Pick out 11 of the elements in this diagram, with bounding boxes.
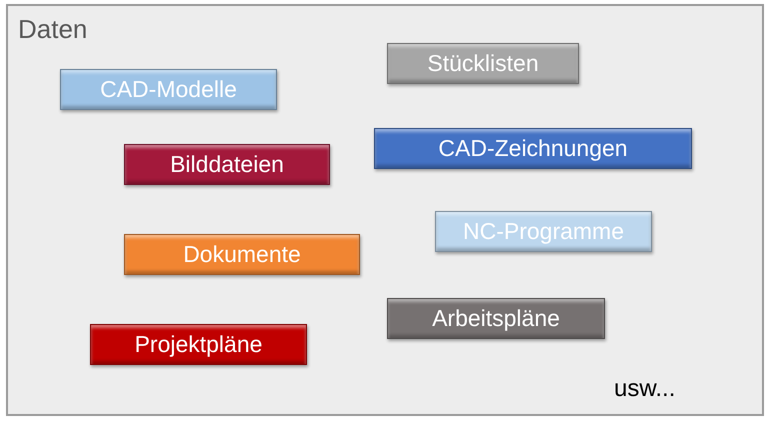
container-panel — [6, 4, 764, 416]
category-box: CAD-Modelle — [60, 69, 277, 110]
category-box: Stücklisten — [387, 43, 579, 84]
note-text: usw... — [614, 375, 676, 403]
category-box: Dokumente — [124, 234, 360, 275]
category-box: NC-Programme — [435, 211, 652, 252]
container-title: Daten — [18, 14, 88, 45]
category-box: Arbeitspläne — [387, 298, 605, 339]
category-box: Projektpläne — [90, 324, 307, 365]
category-box: Bilddateien — [124, 144, 330, 185]
category-box: CAD-Zeichnungen — [374, 128, 692, 169]
